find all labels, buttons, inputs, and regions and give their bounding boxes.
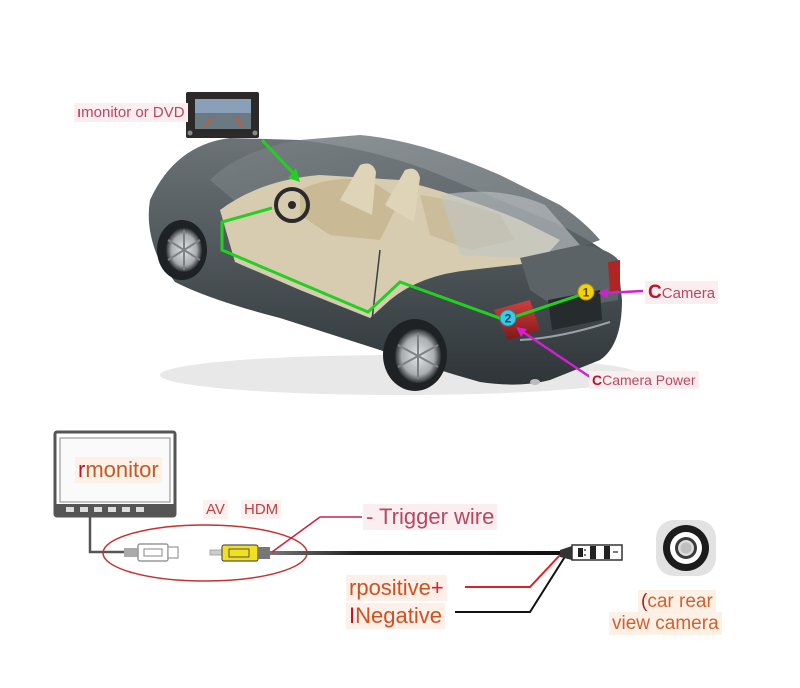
pointer-lines	[516, 288, 644, 379]
trigger-wire-label: - Trigger wire	[363, 504, 498, 530]
rca-female-connector	[124, 543, 179, 562]
dvd-monitor-image	[186, 92, 259, 138]
badge-1: 1	[577, 283, 595, 301]
monitor-label: rmonitor	[75, 457, 162, 483]
badge-2: 2	[499, 309, 517, 327]
car-rear-label: (car rear	[638, 590, 716, 613]
positive-wire	[465, 554, 561, 588]
svg-text:1: 1	[583, 286, 590, 300]
monitor-illustration	[53, 430, 177, 554]
trigger-wire	[271, 516, 362, 553]
camera-connector	[560, 544, 623, 561]
hdmi-label: HDM	[241, 500, 282, 519]
rca-male-connector	[209, 544, 270, 562]
camera-power-label: CCamera Power	[589, 371, 699, 389]
main-cable	[270, 551, 560, 555]
svg-text:2: 2	[505, 312, 512, 326]
car-illustration	[148, 135, 640, 395]
negative-label: INegative	[346, 603, 445, 629]
av-label: AV	[203, 500, 228, 519]
camera-lens-icon	[656, 520, 716, 576]
monitor-or-dvd-label: ımonitor or DVD	[74, 103, 188, 122]
camera-label: CCamera	[645, 281, 719, 304]
negative-wire	[455, 554, 567, 613]
positive-label: rpositive+	[346, 575, 447, 601]
view-camera-label: view camera	[609, 612, 722, 635]
